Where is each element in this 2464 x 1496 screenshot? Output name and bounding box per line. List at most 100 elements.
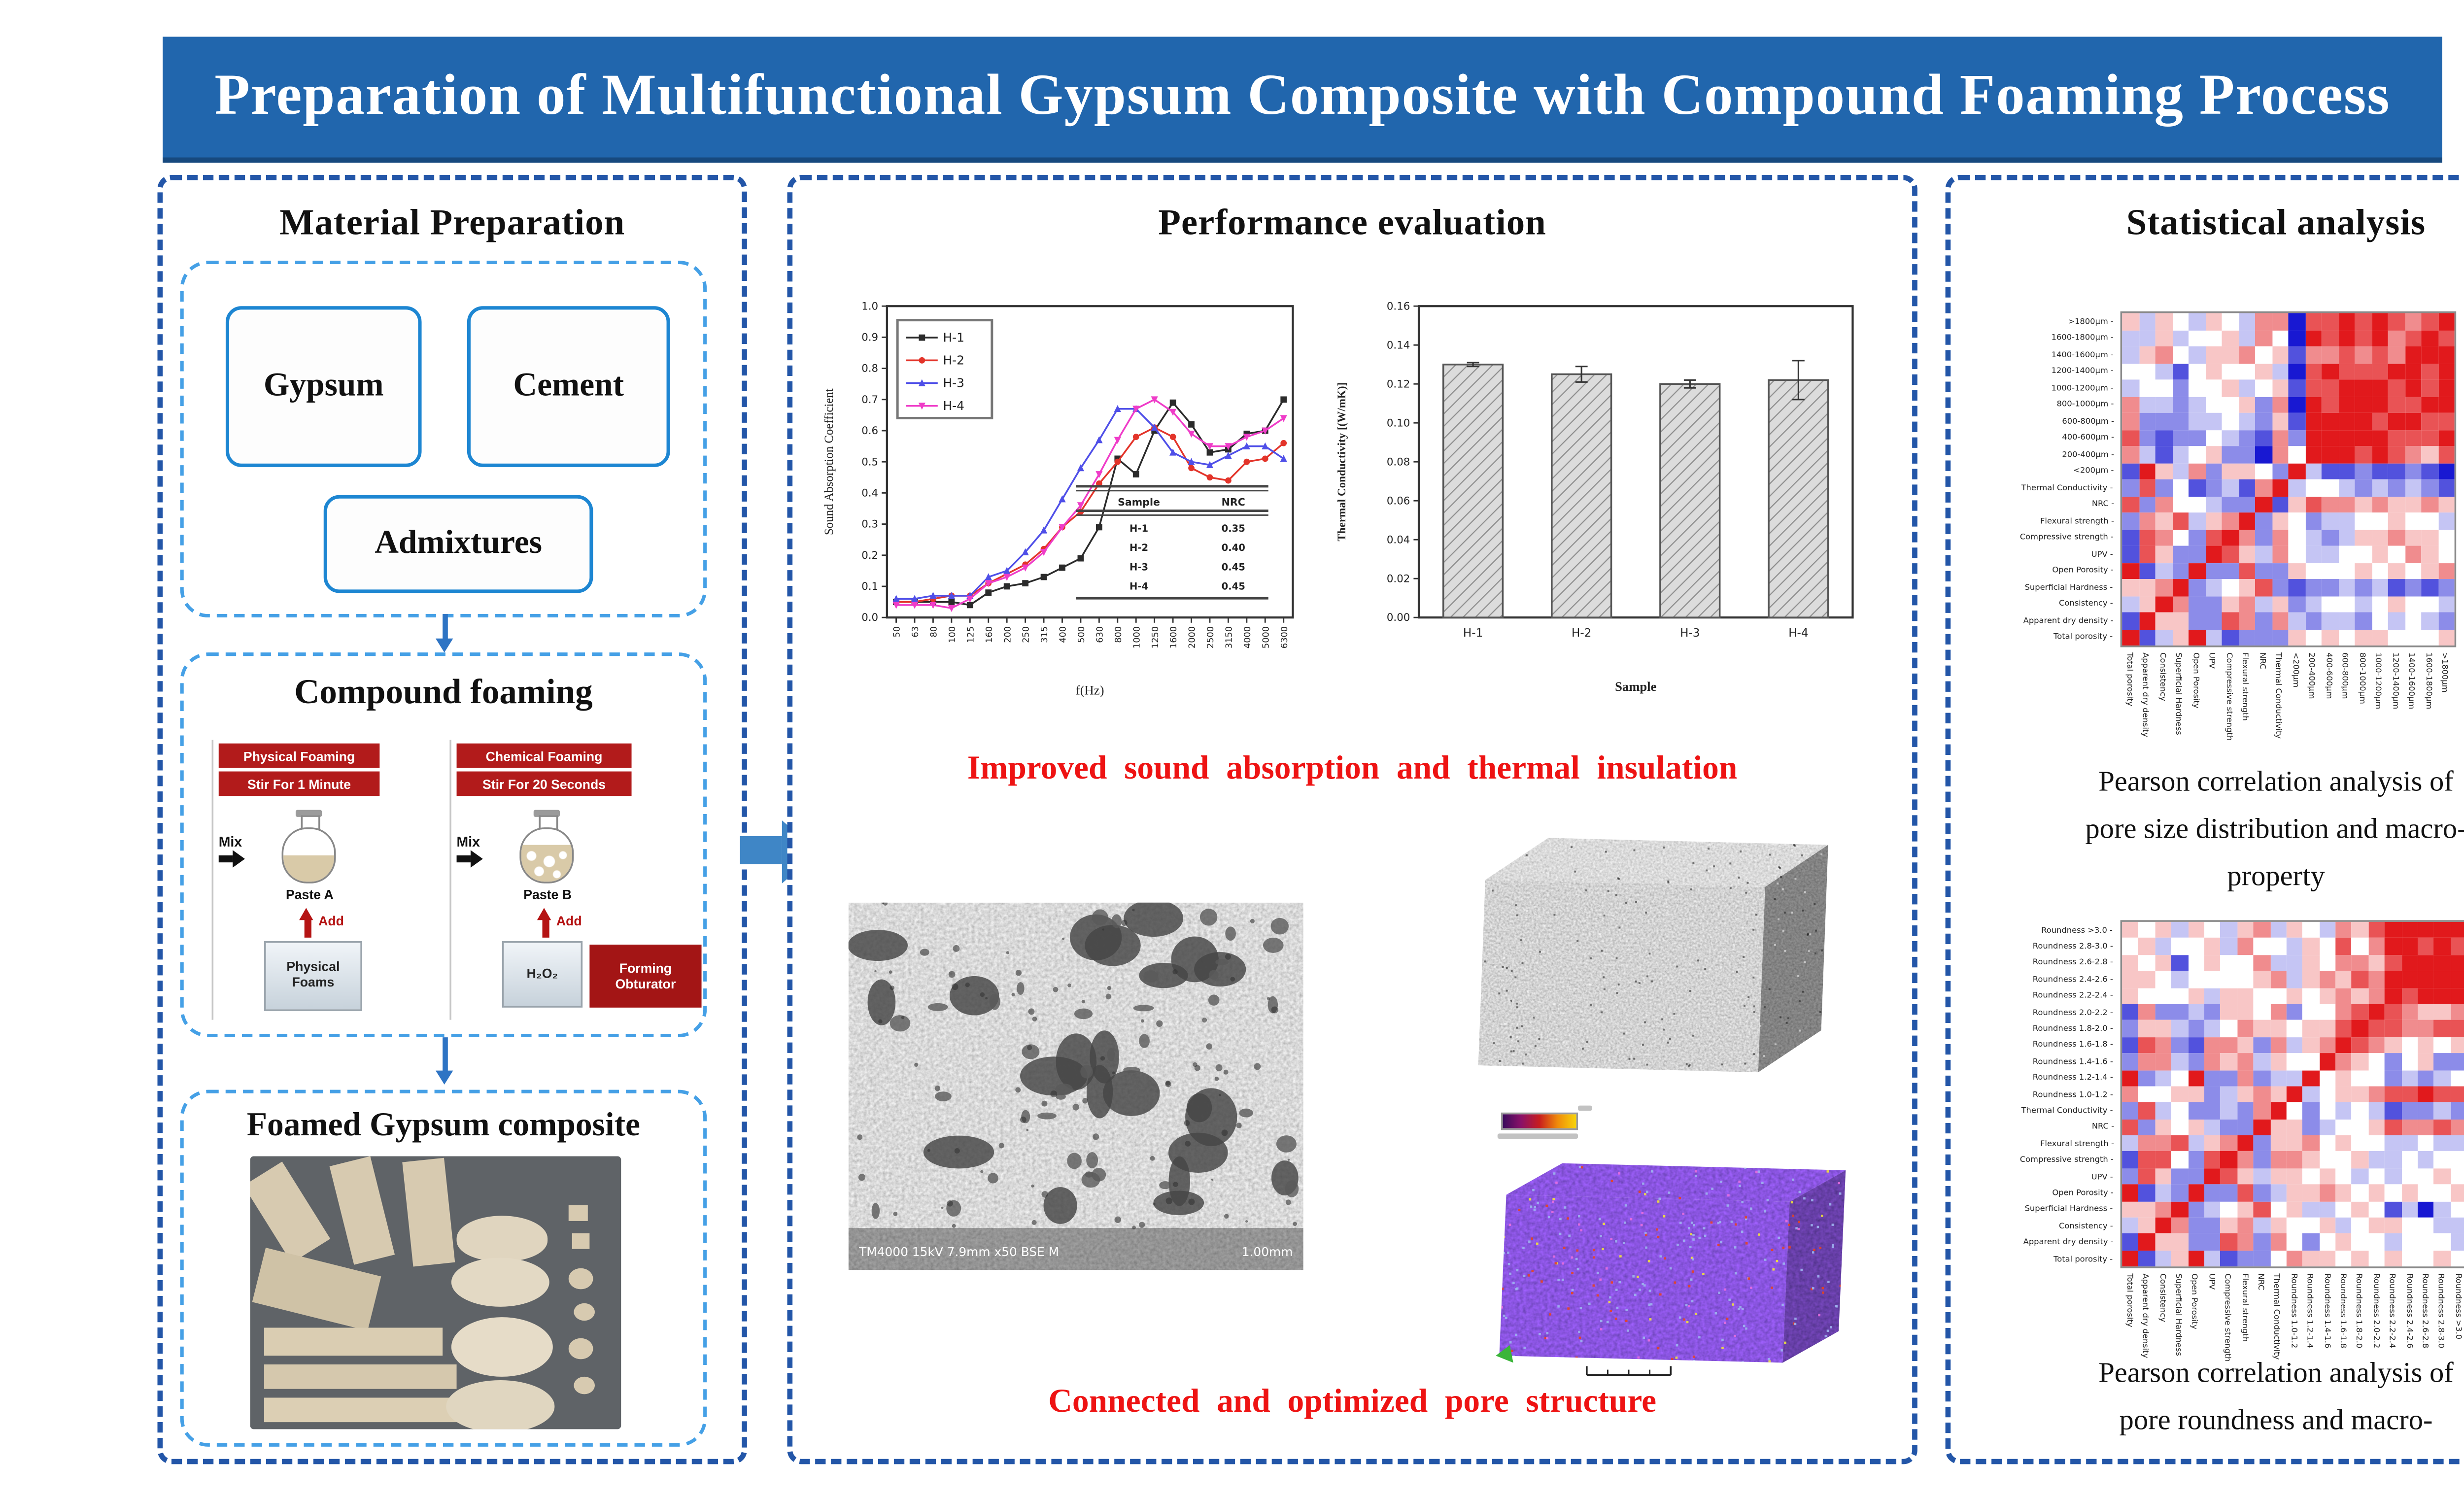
heatmap-cell: [2253, 1102, 2270, 1119]
heatmap-cell: [2401, 971, 2418, 988]
heatmap-cell: [2138, 1135, 2155, 1152]
heatmap-cell: [2288, 429, 2305, 446]
heatmap-cell: [2138, 1234, 2155, 1251]
heatmap-cell: [2368, 954, 2385, 971]
heatmap-cell: [2288, 629, 2305, 646]
heatmap-cell: [2371, 479, 2388, 496]
flask-body-icon: [519, 827, 574, 884]
svg-text:3150: 3150: [1225, 626, 1234, 648]
heatmap-cell: [2321, 612, 2338, 629]
heatmap-cell: [2388, 379, 2405, 397]
heatmap-cell: [2305, 595, 2322, 612]
chemical-foaming-stir: Stir For 20 Seconds: [456, 771, 632, 796]
heatmap-cell: [2155, 1201, 2172, 1218]
material-preparation-panel: Material Preparation Gypsum Cement Admix…: [157, 175, 747, 1464]
heatmap-cell: [2253, 1168, 2270, 1185]
heatmap-cell: [2388, 412, 2405, 430]
heatmap-cell: [2404, 562, 2422, 579]
heatmap-cell: [2288, 545, 2305, 563]
heatmap-cell: [2338, 446, 2355, 463]
heatmap-cell: [2188, 1201, 2204, 1218]
mix-label-a: Mix: [218, 834, 245, 868]
svg-text:800: 800: [1114, 626, 1124, 643]
heatmap-cell: [2335, 1217, 2352, 1234]
heatmap-cell: [2368, 971, 2385, 988]
svg-text:H-2: H-2: [1129, 542, 1148, 553]
heatmap-cell: [2253, 1234, 2270, 1251]
add-arrow-b-head-icon: [537, 908, 551, 920]
heatmap-cell: [2138, 1020, 2155, 1037]
heatmap-cell: [2421, 330, 2438, 346]
heatmap-cell: [2237, 1053, 2254, 1070]
heatmap-cell: [2122, 1053, 2139, 1070]
heatmap-cell: [2286, 987, 2303, 1004]
heatmap-cell: [2335, 1004, 2352, 1020]
heatmap-cell: [2355, 595, 2372, 612]
heatmap-cell: [2138, 1185, 2155, 1201]
heatmap-cell: [2138, 529, 2156, 546]
heatmap-cell: [2204, 1086, 2221, 1103]
heatmap-cell: [2338, 379, 2355, 397]
heatmap-cell: [2421, 363, 2438, 380]
heatmap-cell: [2271, 496, 2289, 513]
heatmap-cell: [2368, 1168, 2385, 1185]
svg-text:0.8: 0.8: [861, 363, 878, 375]
heatmap-cell: [2138, 479, 2156, 496]
heatmap-cell: [2238, 629, 2255, 646]
heatmap-cell: [2368, 1053, 2385, 1070]
svg-text:Thermal Conductivity [(W/mK)]: Thermal Conductivity [(W/mK)]: [1335, 382, 1348, 542]
heatmap-cell: [2305, 446, 2322, 463]
heatmap-cell: [2155, 938, 2172, 955]
heatmap-cell: [2122, 462, 2139, 479]
heatmap-cell: [2401, 1053, 2418, 1070]
sample-pellet: [574, 1376, 595, 1394]
physical-foaming-stir: Stir For 1 Minute: [218, 771, 380, 796]
heatmap-cell: [2418, 1119, 2434, 1136]
heatmap-cell: [2404, 346, 2422, 363]
heatmap-cell: [2450, 1037, 2464, 1054]
heatmap-cell: [2401, 1217, 2418, 1234]
mix-text-a: Mix: [218, 834, 242, 850]
heatmap-cell: [2221, 1185, 2237, 1201]
heatmap-cell: [2171, 1152, 2188, 1168]
heatmap-cell: [2155, 429, 2172, 446]
heatmap-cell: [2302, 921, 2320, 939]
heatmap-cell: [2434, 1152, 2451, 1168]
bar-H-2: [1551, 373, 1612, 618]
heatmap-cell: [2338, 396, 2355, 413]
heatmap-cell: [2171, 1168, 2188, 1185]
heatmap-cell: [2418, 1234, 2434, 1251]
heatmap-cell: [2368, 1119, 2385, 1136]
heatmap-cell: [2138, 462, 2156, 479]
heatmap-cell: [2434, 1004, 2451, 1020]
heatmap-cell: [2221, 1201, 2237, 1218]
heatmap-cell: [2171, 1119, 2188, 1136]
heatmap-cell: [2319, 1069, 2336, 1087]
heatmap-cell: [2319, 1086, 2336, 1103]
heatmap-cell: [2305, 562, 2322, 579]
heatmap-cell: [2385, 1185, 2401, 1201]
heatmap-cell: [2122, 1069, 2139, 1087]
heatmap-cell: [2222, 496, 2239, 513]
heatmap-cell: [2450, 1185, 2464, 1201]
heatmap-cell: [2305, 330, 2322, 346]
heatmap-cell: [2138, 1053, 2155, 1070]
heatmap-cell: [2286, 1102, 2303, 1119]
heatmap-cell: [2450, 1086, 2464, 1103]
heatmap-cell: [2270, 1004, 2287, 1020]
svg-text:Sound Absorption Coefficient: Sound Absorption Coefficient: [822, 388, 836, 535]
sample-cube: [572, 1233, 590, 1249]
heatmap-cell: [2237, 1037, 2254, 1054]
heatmap-cell: [2319, 1234, 2336, 1251]
heatmap-cell: [2155, 1217, 2172, 1234]
heatmap-cell: [2321, 496, 2338, 513]
heatmap-cell: [2450, 1135, 2464, 1152]
heatmap-cell: [2270, 1185, 2287, 1201]
heatmap-cell: [2385, 938, 2401, 955]
pore-network-cube: [1496, 1163, 1846, 1363]
heatmap-cell: [2221, 921, 2237, 939]
heatmap-cell: [2122, 313, 2139, 330]
svg-text:H-3: H-3: [943, 376, 964, 390]
heatmap-cell: [2205, 462, 2222, 479]
heatmap-cell: [2205, 512, 2222, 529]
